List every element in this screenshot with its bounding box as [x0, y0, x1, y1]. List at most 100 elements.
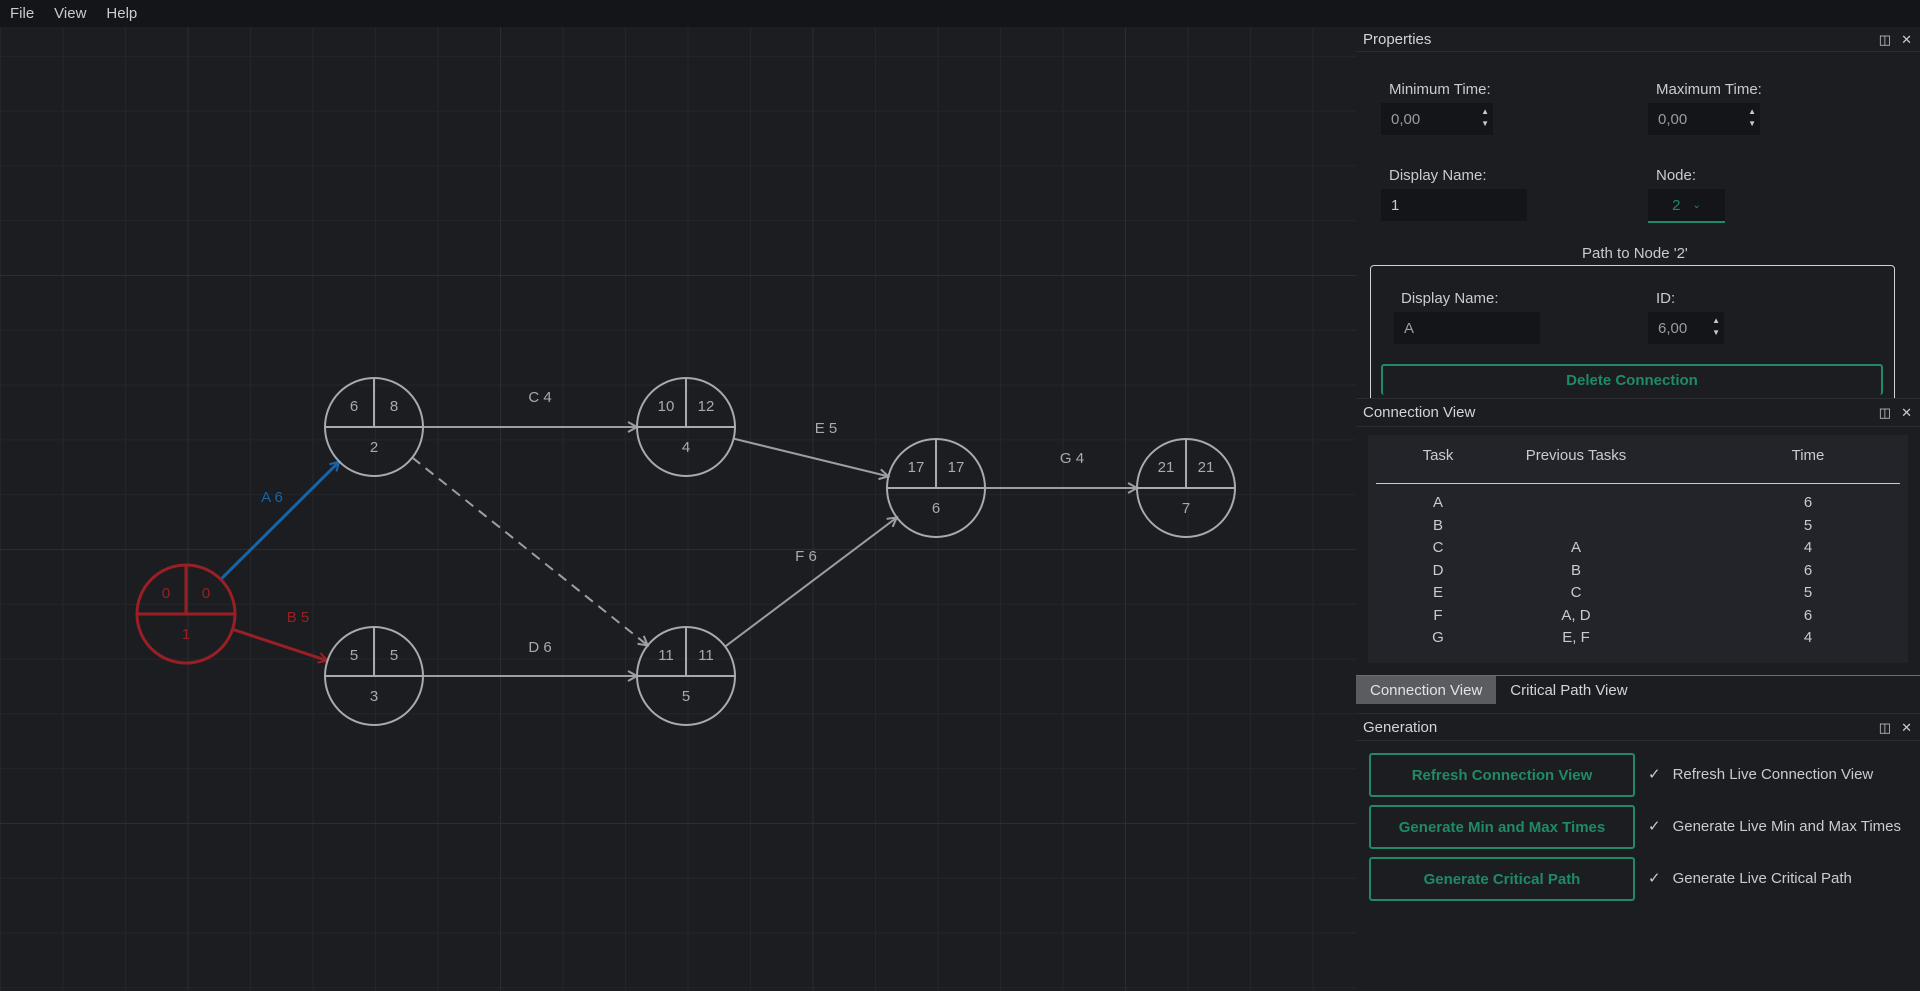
node-label: 1: [182, 626, 190, 643]
view-tabs: Connection View Critical Path View: [1356, 676, 1642, 704]
display-name-value: 1: [1391, 196, 1400, 214]
min-time-value: 0,00: [1391, 110, 1421, 128]
max-time-spinbox[interactable]: 0,00 ▲▼: [1648, 103, 1760, 135]
table-cell: A: [1570, 539, 1581, 556]
edge-5-6[interactable]: [724, 517, 897, 648]
min-time-label: Minimum Time:: [1389, 81, 1491, 98]
table-row[interactable]: C A 4: [1368, 539, 1908, 559]
path-id-spinbox[interactable]: 6,00 ▲▼: [1648, 312, 1724, 344]
edge-4-6[interactable]: [733, 437, 889, 477]
display-name-label: Display Name:: [1389, 167, 1487, 184]
table-cell: A: [1432, 494, 1443, 511]
node-earliest-time: 5: [350, 647, 358, 664]
check-icon: ✓: [1648, 870, 1661, 887]
close-icon[interactable]: ✕: [1901, 405, 1912, 420]
header-divider: [1376, 483, 1900, 484]
delete-connection-button[interactable]: Delete Connection: [1381, 364, 1883, 395]
path-display-name-label: Display Name:: [1401, 290, 1499, 307]
node-latest-time: 21: [1198, 459, 1215, 476]
table-cell: D: [1432, 561, 1444, 579]
table-row[interactable]: F A, D 6: [1368, 607, 1908, 627]
edge-1-3[interactable]: [232, 627, 328, 660]
node-latest-time: 0: [202, 585, 210, 602]
generate-critical-path-button[interactable]: Generate Critical Path: [1369, 857, 1635, 901]
menu-bar: File View Help: [0, 0, 1920, 27]
chevron-down-icon: ⌄: [1692, 199, 1701, 211]
table-header: Task Previous Tasks Time: [1368, 447, 1908, 467]
properties-dock-title: Properties ◫ ✕: [1356, 27, 1920, 52]
display-name-field[interactable]: 1: [1381, 189, 1527, 221]
edge-label: D 6: [528, 639, 551, 656]
tab-critical-path-view[interactable]: Critical Path View: [1510, 681, 1628, 699]
column-time: Time: [1791, 447, 1825, 464]
menu-help[interactable]: Help: [106, 5, 138, 22]
path-display-name-field[interactable]: A: [1394, 312, 1540, 344]
edge-label: A 6: [261, 489, 283, 506]
table-cell: F: [1433, 606, 1443, 624]
edge-label: C 4: [528, 389, 551, 406]
edge-label: F 6: [795, 548, 817, 565]
node-select-value: 2: [1672, 196, 1681, 214]
table-cell: B: [1432, 516, 1443, 534]
node-label: 6: [932, 500, 940, 517]
check-label: Refresh Live Connection View: [1672, 765, 1874, 783]
table-cell: A, D: [1561, 606, 1591, 624]
check-generate-live-min-max-times[interactable]: ✓ Generate Live Min and Max Times: [1648, 817, 1901, 836]
spin-arrows-icon[interactable]: ▲▼: [1712, 316, 1720, 337]
check-generate-live-critical-path[interactable]: ✓ Generate Live Critical Path: [1648, 869, 1852, 888]
node-earliest-time: 10: [658, 398, 675, 415]
close-icon[interactable]: ✕: [1901, 31, 1912, 47]
node-label: 5: [682, 688, 690, 705]
table-cell: 5: [1803, 516, 1813, 534]
path-id-value: 6,00: [1658, 319, 1688, 337]
generate-min-max-times-button[interactable]: Generate Min and Max Times: [1369, 805, 1635, 849]
spin-arrows-icon[interactable]: ▲▼: [1481, 107, 1489, 128]
edge-label: E 5: [815, 420, 838, 437]
close-icon[interactable]: ✕: [1901, 719, 1912, 735]
float-icon[interactable]: ◫: [1878, 719, 1892, 735]
node-label: 3: [370, 688, 378, 705]
node-earliest-time: 17: [908, 459, 925, 476]
spin-arrows-icon[interactable]: ▲▼: [1748, 107, 1756, 128]
check-icon: ✓: [1648, 818, 1661, 835]
tab-connection-view[interactable]: Connection View: [1356, 676, 1497, 704]
table-cell: 6: [1803, 606, 1813, 624]
refresh-connection-view-button[interactable]: Refresh Connection View: [1369, 753, 1635, 797]
edge-1-2[interactable]: [219, 462, 340, 581]
menu-view[interactable]: View: [54, 5, 87, 22]
connection-dock-title: Connection View ◫ ✕: [1356, 398, 1920, 427]
edge-2-5[interactable]: [411, 456, 647, 646]
table-cell: 4: [1803, 629, 1813, 646]
check-icon: ✓: [1648, 766, 1661, 783]
max-time-label: Maximum Time:: [1656, 81, 1762, 98]
column-task: Task: [1422, 447, 1454, 464]
float-icon[interactable]: ◫: [1878, 31, 1892, 47]
node-earliest-time: 11: [658, 647, 674, 664]
path-display-name-value: A: [1404, 319, 1415, 337]
check-refresh-live-connection-view[interactable]: ✓ Refresh Live Connection View: [1648, 765, 1874, 784]
float-icon[interactable]: ◫: [1878, 405, 1892, 420]
menu-file[interactable]: File: [10, 5, 35, 22]
table-cell: C: [1570, 584, 1582, 601]
min-time-spinbox[interactable]: 0,00 ▲▼: [1381, 103, 1493, 135]
column-previous-tasks: Previous Tasks: [1525, 447, 1627, 464]
node-select[interactable]: 2 ⌄: [1648, 189, 1725, 223]
check-label: Generate Live Critical Path: [1672, 869, 1852, 887]
table-cell: C: [1432, 539, 1444, 556]
table-cell: 4: [1803, 539, 1813, 556]
